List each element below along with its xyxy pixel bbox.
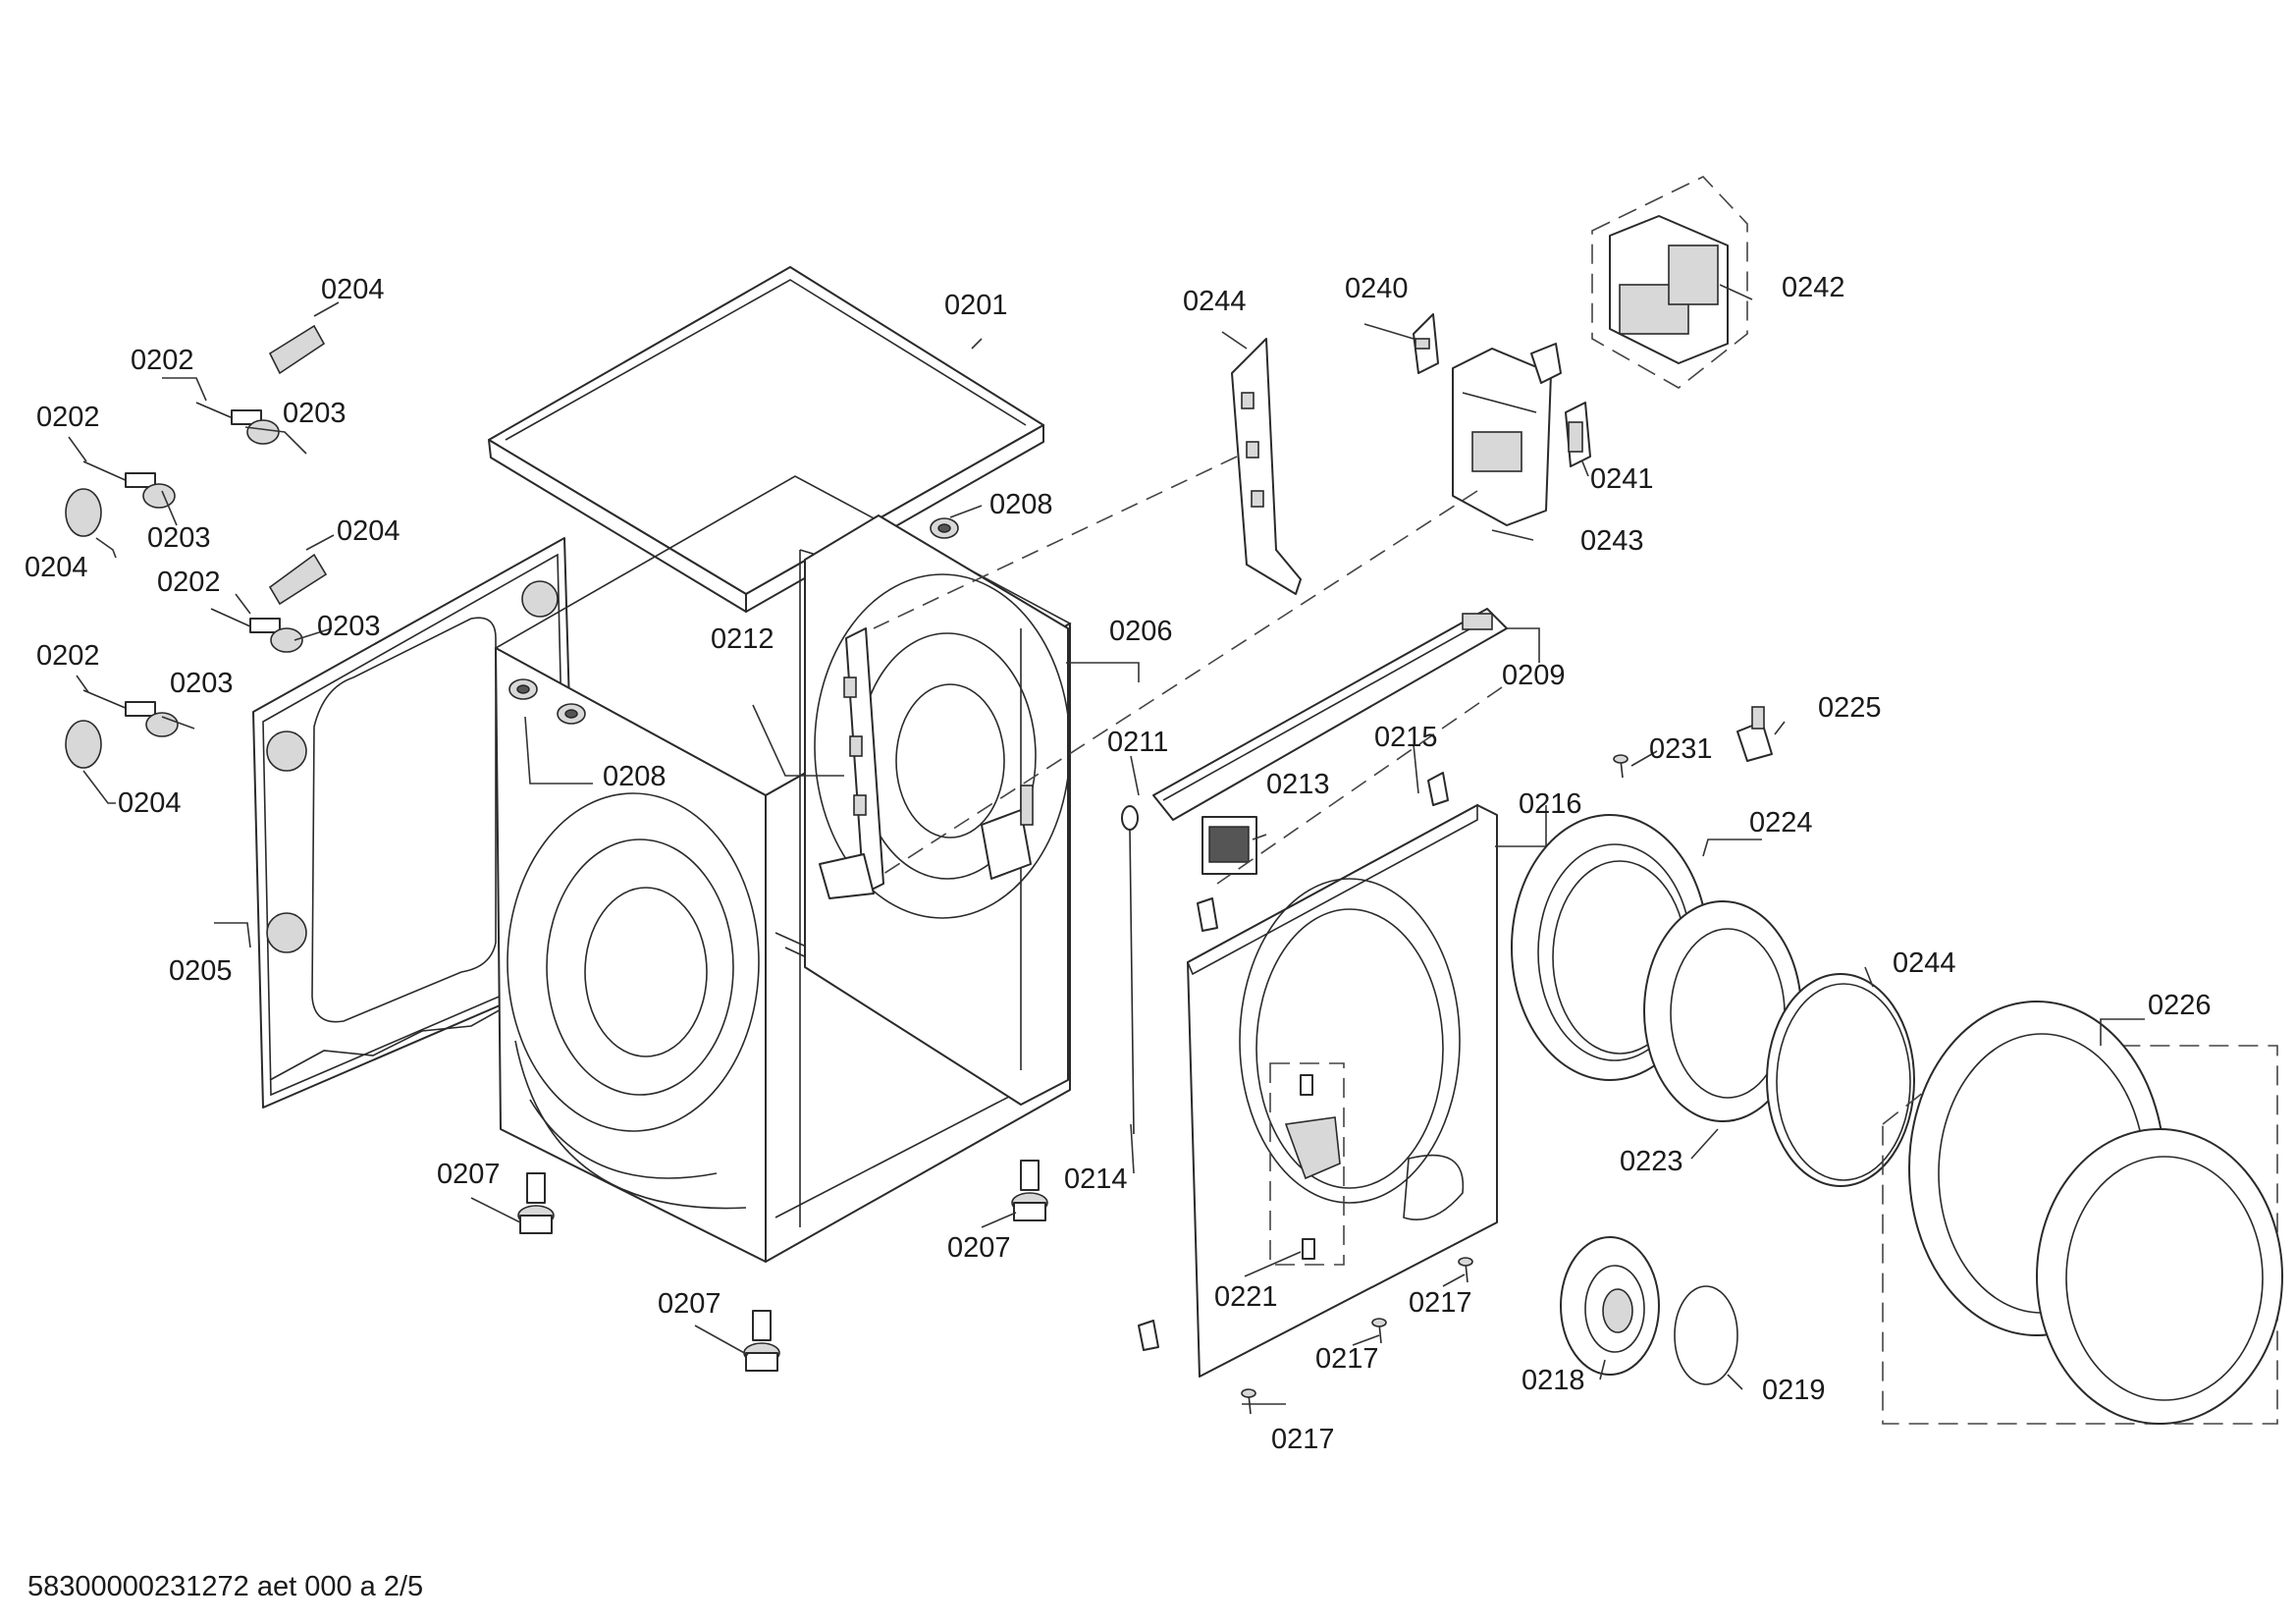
label-0216: 0216 [1519, 788, 1582, 820]
label-0202-b: 0202 [36, 402, 100, 433]
label-0217-a: 0217 [1409, 1287, 1472, 1319]
label-0202-d: 0202 [36, 640, 100, 672]
part-grommet-front-1 [508, 678, 538, 700]
label-0202-a: 0202 [131, 345, 194, 376]
part-seal-ring-0244 [1766, 973, 1915, 1187]
part-hinge-group-2 [65, 460, 176, 537]
label-0207-a: 0207 [437, 1159, 501, 1190]
part-module-0243 [1452, 343, 1562, 526]
label-0203-b: 0203 [147, 522, 211, 554]
assembly-lines [873, 456, 1503, 885]
label-0217-b: 0217 [1315, 1343, 1379, 1375]
label-0206: 0206 [1109, 616, 1173, 647]
leader-lines [68, 284, 2145, 1405]
part-0225 [1736, 706, 1773, 762]
callout-labels: 0201 0204 0202 0203 0202 0203 0204 0204 … [25, 272, 2212, 1455]
part-door-assembly-0226 [1882, 1001, 2283, 1425]
part-rail-0244-top [1231, 338, 1302, 595]
part-foot-2 [1011, 1160, 1048, 1221]
label-0208-a: 0208 [989, 489, 1053, 520]
label-0211: 0211 [1107, 727, 1168, 758]
part-0219 [1674, 1285, 1738, 1385]
label-0244-b: 0244 [1893, 947, 1956, 979]
label-0203-c: 0203 [317, 611, 381, 642]
part-hinge-group-4 [65, 689, 179, 769]
part-screw-3 [1241, 1388, 1256, 1415]
part-grommet-front-2 [557, 703, 586, 725]
part-front-panel [1186, 803, 1498, 1378]
label-0204-d: 0204 [118, 787, 182, 819]
label-0214: 0214 [1064, 1164, 1128, 1195]
label-0231: 0231 [1649, 733, 1713, 765]
label-0242: 0242 [1782, 272, 1845, 303]
label-0213: 0213 [1266, 769, 1330, 800]
label-0217-c: 0217 [1271, 1424, 1335, 1455]
part-grommet-top [930, 517, 959, 539]
label-0202-c: 0202 [157, 567, 221, 598]
label-0224: 0224 [1749, 807, 1813, 839]
label-0223: 0223 [1620, 1146, 1683, 1177]
label-0208-b: 0208 [603, 761, 667, 792]
label-0201: 0201 [944, 290, 1008, 321]
label-0205: 0205 [169, 955, 233, 987]
label-0219: 0219 [1762, 1375, 1826, 1406]
label-0221: 0221 [1214, 1281, 1278, 1313]
part-cabinet-front-circles [507, 792, 760, 1210]
part-0241 [1565, 402, 1591, 467]
label-0207-b: 0207 [947, 1232, 1011, 1264]
part-0218 [1560, 1236, 1660, 1376]
label-0207-c: 0207 [658, 1288, 721, 1320]
label-0204-b: 0204 [25, 552, 88, 583]
part-lock-0211 [981, 785, 1034, 880]
label-0241: 0241 [1590, 463, 1654, 495]
part-rail-0209 [1152, 608, 1508, 821]
footer-document-code: 58300000231272 aet 000 a 2/5 [27, 1571, 423, 1602]
part-module-0213 [1201, 816, 1257, 875]
part-back-panel [804, 514, 1071, 1106]
label-0212: 0212 [711, 623, 774, 655]
part-0240 [1413, 313, 1439, 374]
part-hinge-group-1 [195, 324, 326, 445]
label-0226: 0226 [2148, 990, 2212, 1021]
label-0243: 0243 [1580, 525, 1644, 557]
label-0244-a: 0244 [1183, 286, 1247, 317]
label-0240: 0240 [1345, 273, 1409, 304]
label-0204-a: 0204 [321, 274, 385, 305]
part-screw-1 [1458, 1257, 1473, 1283]
part-screw-2 [1371, 1318, 1387, 1344]
label-0204-c: 0204 [337, 515, 400, 547]
part-bracket-0212 [819, 627, 884, 899]
label-0203-a: 0203 [283, 398, 347, 429]
label-0209: 0209 [1502, 660, 1566, 691]
label-0225: 0225 [1818, 692, 1882, 724]
part-front-clips [1138, 897, 1218, 1351]
part-foot-3 [743, 1310, 780, 1372]
part-hinge-group-3 [210, 553, 328, 653]
part-latch-0215 [1427, 772, 1449, 806]
label-0218: 0218 [1522, 1365, 1585, 1396]
label-0215: 0215 [1374, 722, 1438, 753]
part-foot-1 [517, 1172, 555, 1234]
part-screw-0231 [1613, 754, 1629, 779]
part-electronics-0242 [1591, 176, 1748, 389]
part-rod-0214 [1121, 805, 1139, 1135]
label-0203-d: 0203 [170, 668, 234, 699]
